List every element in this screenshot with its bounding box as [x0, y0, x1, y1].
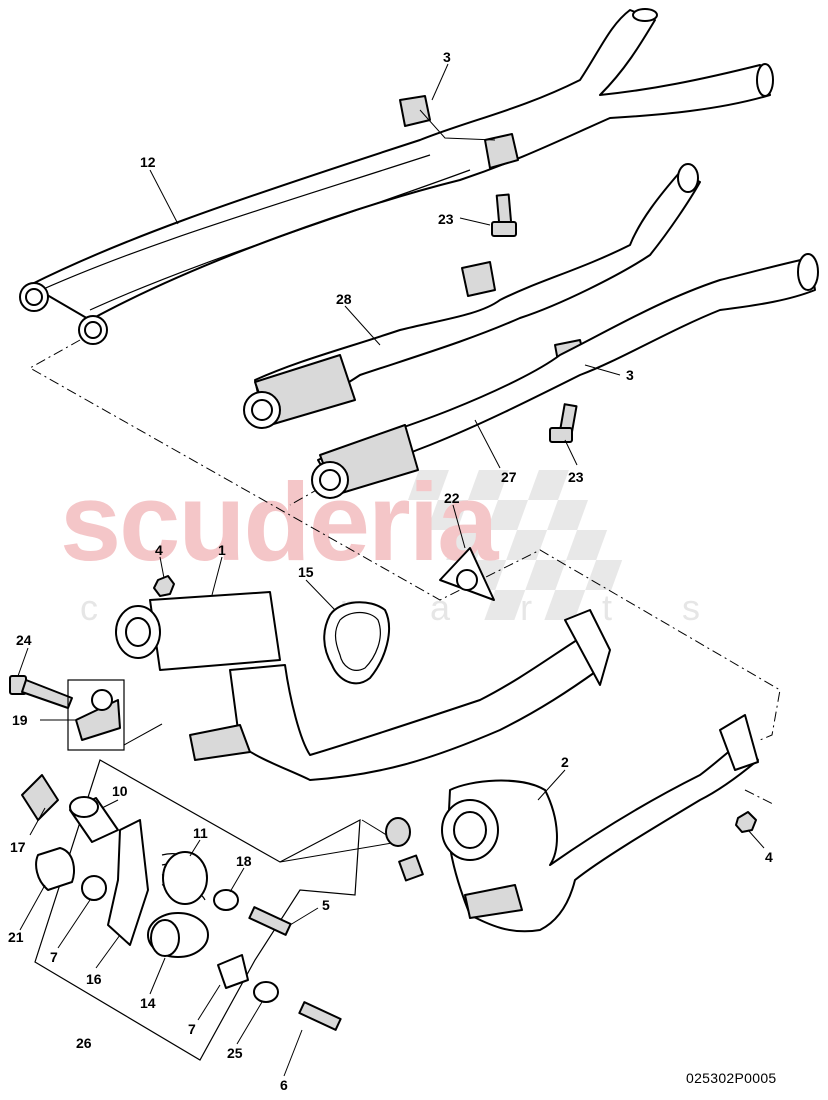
- part-27-cat-pipe: [311, 253, 819, 499]
- callouts: 3 12 23 28 3 23 27 22 4 1 15 24 19 2 10 …: [8, 49, 773, 1093]
- callout-14: 14: [140, 995, 156, 1011]
- part-1-front-cat-pipe: [115, 591, 611, 781]
- callout-11: 11: [193, 825, 208, 841]
- leader-19-extra: [123, 723, 163, 746]
- callout-17: 17: [10, 839, 26, 855]
- callout-3-lower: 3: [626, 367, 634, 383]
- watermark-brand: scuderia: [60, 461, 499, 584]
- callout-2: 2: [561, 754, 569, 770]
- callout-19: 19: [12, 712, 28, 728]
- callout-6: 6: [280, 1077, 288, 1093]
- callout-10: 10: [112, 783, 128, 799]
- mounting-kit-group: [21, 759, 361, 1061]
- callout-7-lower: 7: [188, 1021, 196, 1037]
- part-23-bolt-lower: [549, 403, 578, 443]
- callout-16: 16: [86, 971, 102, 987]
- watermark: scuderia c a r p a r t s: [60, 461, 700, 628]
- callout-12: 12: [140, 154, 156, 170]
- callout-1: 1: [218, 542, 226, 558]
- checker-flag-watermark: [408, 470, 623, 620]
- part-3-hanger-upper: [399, 95, 519, 169]
- callout-21: 21: [8, 929, 24, 945]
- callout-4-upper: 4: [155, 542, 163, 558]
- part-22-gasket: [439, 547, 495, 601]
- callout-15: 15: [298, 564, 314, 580]
- callout-23-upper: 23: [438, 211, 454, 227]
- callout-26: 26: [76, 1035, 92, 1051]
- part-19-mount: [67, 679, 125, 751]
- part-2-front-cat-pipe: [441, 714, 759, 933]
- callout-28: 28: [336, 291, 352, 307]
- part-4-nut-upper: [153, 575, 175, 597]
- callout-23-lower: 23: [568, 469, 584, 485]
- part-24-bolt: [9, 675, 73, 709]
- callout-3-upper: 3: [443, 49, 451, 65]
- callout-7-upper: 7: [50, 949, 58, 965]
- part-15-gasket: [323, 601, 390, 685]
- part-4-nut-lower: [735, 811, 757, 833]
- callout-22: 22: [444, 490, 460, 506]
- part-23-bolt-upper: [491, 193, 517, 237]
- part-bolt-fitting: [385, 817, 424, 882]
- callout-27: 27: [501, 469, 517, 485]
- callout-24: 24: [16, 632, 32, 648]
- diagram-reference-number: 025302P0005: [686, 1070, 777, 1086]
- callout-4-lower: 4: [765, 849, 773, 865]
- callout-25: 25: [227, 1045, 243, 1061]
- callout-18: 18: [236, 853, 252, 869]
- leader-lines: [17, 63, 765, 1077]
- callout-5: 5: [322, 897, 330, 913]
- part-28-cat-pipe: [243, 163, 701, 429]
- part-12-rear-pipe: [19, 8, 774, 345]
